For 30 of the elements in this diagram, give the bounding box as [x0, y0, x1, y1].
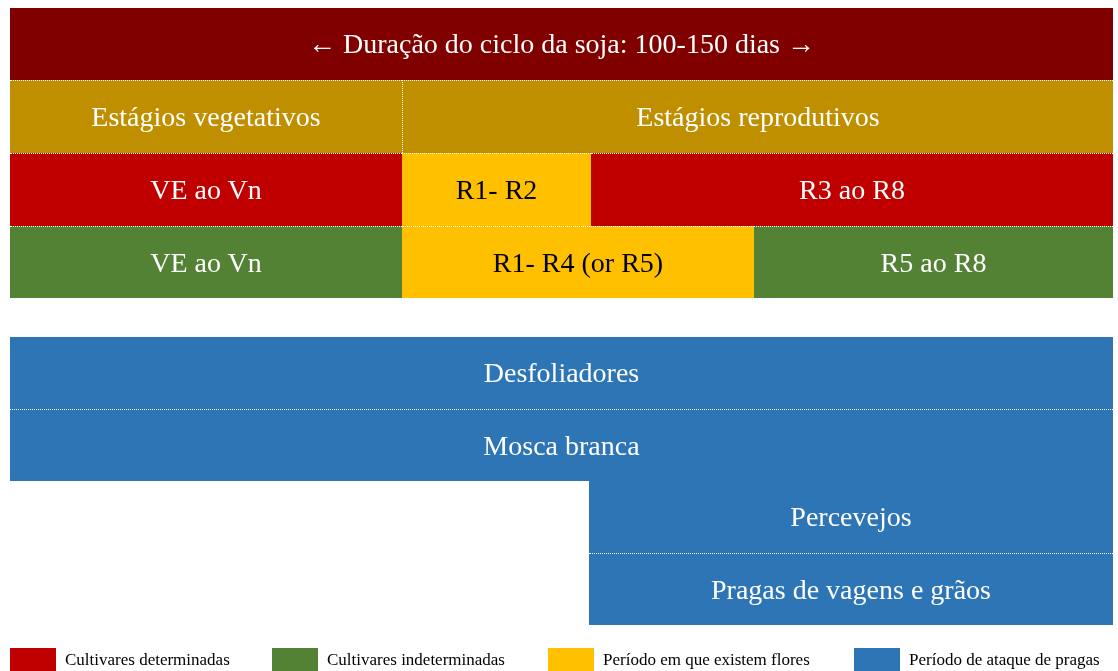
stage-bar [402, 226, 754, 298]
stage-header-band [10, 80, 402, 153]
pest-period-bar [10, 409, 1113, 481]
bar-label: VE ao Vn [150, 174, 262, 206]
stage-bar [402, 153, 591, 226]
stage-bar [10, 226, 402, 298]
bar-label: R1- R2 [455, 174, 538, 206]
bar-label: R3 ao R8 [799, 174, 905, 206]
bar-label: R1- R4 (or R5) [492, 246, 664, 279]
pest-period-bar [589, 481, 1113, 553]
bar-label: Desfoliadores [483, 357, 640, 389]
bar-label: Pragas de vagens e grãos [711, 573, 991, 606]
bar-label: Estágios vegetativos [91, 101, 321, 133]
bar-label: ← Duração do ciclo da soja: 100-150 dias → [308, 28, 815, 60]
stage-bar [591, 153, 1113, 226]
stage-bar [10, 153, 402, 226]
legend-label: Cultivares determinadas [65, 649, 230, 670]
bar-label: Percevejos [790, 501, 912, 533]
legend-label: Período em que existem flores [603, 649, 810, 670]
title-band [10, 8, 1113, 80]
bar-label: VE ao Vn [150, 246, 262, 279]
bar-label: Estágios reprodutivos [636, 101, 880, 133]
pest-period-bar [589, 553, 1113, 625]
bar-label: R5 ao R8 [880, 246, 987, 279]
stage-bar [754, 226, 1113, 298]
legend-label: Cultivares indeterminadas [327, 649, 505, 670]
pest-period-bar [10, 337, 1113, 409]
legend-label: Período de ataque de pragas [909, 649, 1100, 670]
stage-header-band [402, 80, 1113, 153]
bar-label: Mosca branca [483, 429, 640, 462]
